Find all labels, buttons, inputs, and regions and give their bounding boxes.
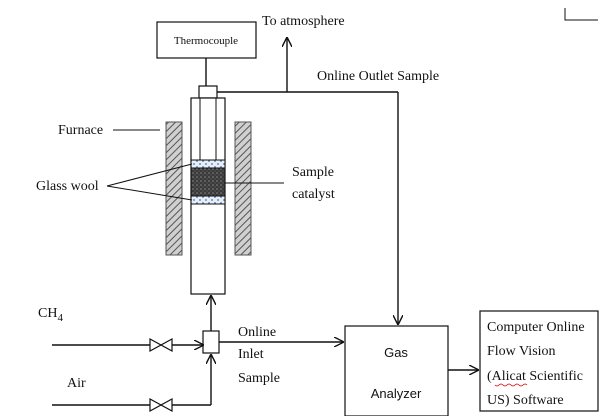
glass-wool-top [190, 159, 226, 169]
online-inlet-label-2: Inlet [238, 347, 264, 362]
furnace-label: Furnace [58, 123, 103, 138]
mixing-junction [202, 330, 220, 354]
thermocouple-box [156, 21, 257, 59]
sample-catalyst-label-2: catalyst [292, 187, 335, 202]
sample-catalyst-label-1: Sample [292, 165, 334, 180]
spellcheck-underline [494, 383, 528, 387]
furnace-right [234, 121, 252, 256]
computer-box [479, 310, 599, 412]
computer-label-1: Computer Online [487, 320, 585, 335]
to-atmosphere-label: To atmosphere [262, 14, 345, 29]
sample-catalyst-bed [190, 167, 226, 197]
top-fitting [198, 85, 218, 99]
corner-bracket-icon [564, 8, 598, 21]
ch4-label: CH4 [38, 306, 63, 324]
computer-label-4: US) Software [487, 393, 564, 408]
valve-icon [149, 397, 173, 413]
online-inlet-label-1: Online [238, 325, 276, 340]
glass-wool-label: Glass wool [36, 179, 99, 194]
valve-icon [149, 337, 173, 353]
gas-analyzer-label-2: Analyzer [371, 386, 422, 401]
online-outlet-sample-label: Online Outlet Sample [317, 69, 439, 84]
computer-label-2: Flow Vision [487, 344, 556, 359]
furnace-left [165, 121, 183, 256]
online-inlet-label-3: Sample [238, 371, 280, 386]
thermocouple-label: Thermocouple [174, 35, 238, 47]
gas-analyzer-label-1: Gas [384, 345, 408, 360]
air-label: Air [67, 376, 86, 391]
gas-analyzer-box [344, 325, 449, 416]
glass-wool-bottom [190, 195, 226, 205]
computer-label-3: (Alicat Scientific [487, 369, 583, 384]
